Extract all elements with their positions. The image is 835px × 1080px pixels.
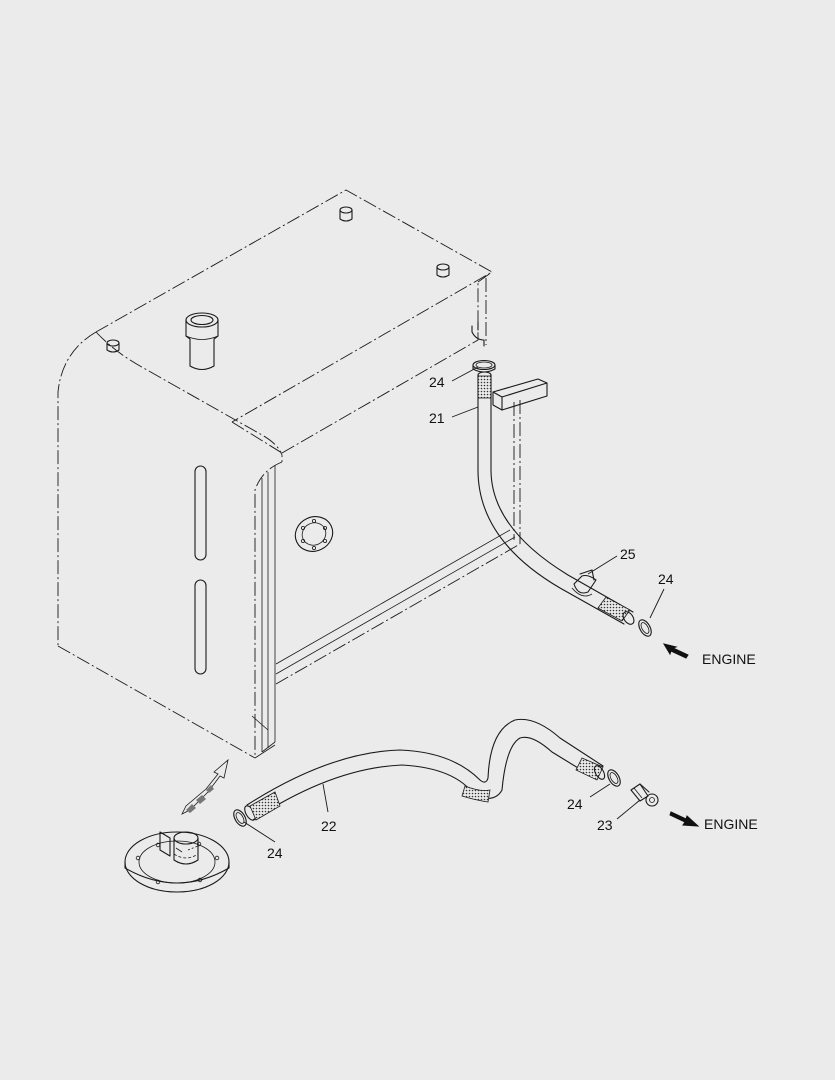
engine-return-label: ENGINE bbox=[702, 651, 756, 667]
location-pointer bbox=[181, 758, 229, 815]
hose-clamp-24-bottom bbox=[607, 769, 621, 787]
hose-clamp-24-top bbox=[472, 359, 496, 373]
callout-21: 21 bbox=[429, 410, 445, 426]
engine-supply-label: ENGINE bbox=[704, 816, 758, 832]
tank-flange bbox=[294, 516, 334, 552]
hose-clamp-25 bbox=[571, 569, 597, 597]
tank-boss-1 bbox=[106, 339, 120, 353]
callout-25: 25 bbox=[620, 546, 636, 562]
filler-neck bbox=[185, 312, 219, 371]
banjo-fitting-23 bbox=[630, 783, 659, 807]
callout-24-right: 24 bbox=[658, 571, 674, 587]
hose-clamp-24-left bbox=[233, 809, 247, 827]
supply-hose-22 bbox=[244, 718, 606, 821]
callout-22: 22 bbox=[321, 818, 337, 834]
tank-boss-3 bbox=[436, 263, 450, 278]
arrow-out-icon bbox=[669, 811, 700, 827]
hose-clamp-24-right bbox=[638, 619, 652, 637]
callout-23: 23 bbox=[597, 817, 613, 833]
tank-boss-2 bbox=[339, 206, 353, 222]
callout-24-left: 24 bbox=[267, 845, 283, 861]
arrow-in-icon bbox=[662, 643, 689, 659]
fuel-tank bbox=[57, 189, 548, 759]
leader-lines bbox=[243, 366, 665, 843]
callout-24-bottom: 24 bbox=[567, 796, 583, 812]
fuel-sender-unit bbox=[124, 831, 230, 893]
tank-bracket bbox=[492, 378, 548, 411]
callout-24-top: 24 bbox=[429, 374, 445, 390]
